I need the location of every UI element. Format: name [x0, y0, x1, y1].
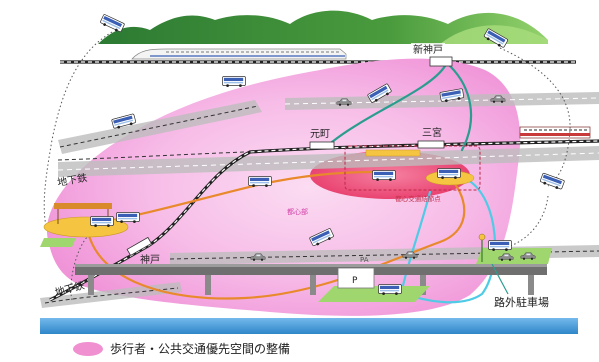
bus-icon — [99, 13, 126, 34]
road-upper-left — [58, 100, 262, 154]
legend-label: 歩行者・公共交通優先空間の整備 — [110, 341, 290, 356]
transport-hub-boundary — [344, 145, 481, 191]
sannomiya-platform — [365, 149, 421, 157]
bus-icon — [378, 284, 402, 295]
legend: 歩行者・公共交通優先空間の整備 — [73, 341, 290, 356]
parking-area-label: PA — [360, 256, 369, 264]
bus-icon — [539, 172, 566, 191]
motomachi-station — [309, 141, 335, 150]
dotted-route-southwest — [70, 235, 89, 301]
shinkansen-train-icon — [131, 48, 347, 60]
mountain-range — [98, 10, 548, 45]
harbor-water — [40, 318, 578, 334]
parking-leader-line — [491, 263, 509, 295]
bus-icon — [116, 212, 140, 223]
transport-hub-label: 都心交通結節点 — [395, 194, 441, 203]
road-middle-centerline — [57, 152, 599, 171]
subway-line-upper — [57, 151, 246, 161]
off-street-parking-label: 路外駐車場 — [494, 295, 549, 309]
bus-icon — [90, 216, 114, 227]
cyan-route-2 — [400, 190, 432, 292]
bus-icon — [248, 176, 272, 187]
teal-route-2 — [448, 64, 473, 152]
shin-kobe-label-bg — [411, 43, 445, 55]
elevated-expressway — [75, 264, 547, 295]
parking-lot-b — [476, 248, 552, 264]
sannomiya-label: 三宮 — [422, 126, 442, 139]
dotted-route-east — [499, 47, 571, 187]
sannomiya-station — [417, 140, 445, 149]
kobe-label: 神戸 — [140, 253, 160, 266]
bus-icon — [372, 170, 396, 181]
green-area-left — [40, 238, 76, 247]
shin-kobe-label: 新神戸 — [413, 43, 443, 56]
kobe-station — [126, 236, 152, 257]
bus-icon — [222, 76, 246, 87]
parking-lot-a — [318, 286, 430, 302]
city-center-label: 都心部 — [287, 207, 308, 216]
legend-swatch — [73, 342, 103, 356]
motomachi-label: 元町 — [310, 129, 330, 140]
bus-icon — [488, 240, 512, 251]
shin-kobe-station — [429, 56, 453, 67]
commuter-train-icon — [519, 126, 591, 139]
bus-icon — [437, 168, 461, 179]
orange-route-2 — [86, 182, 466, 300]
cyan-route-1 — [398, 178, 497, 304]
parking-building: P — [337, 267, 375, 289]
road-upper-left-centerline — [59, 105, 259, 148]
dotted-route-west — [43, 31, 113, 227]
parking-building-mark: P — [352, 276, 358, 286]
teal-route-1 — [330, 64, 447, 144]
parking-sign-icon — [478, 233, 486, 262]
